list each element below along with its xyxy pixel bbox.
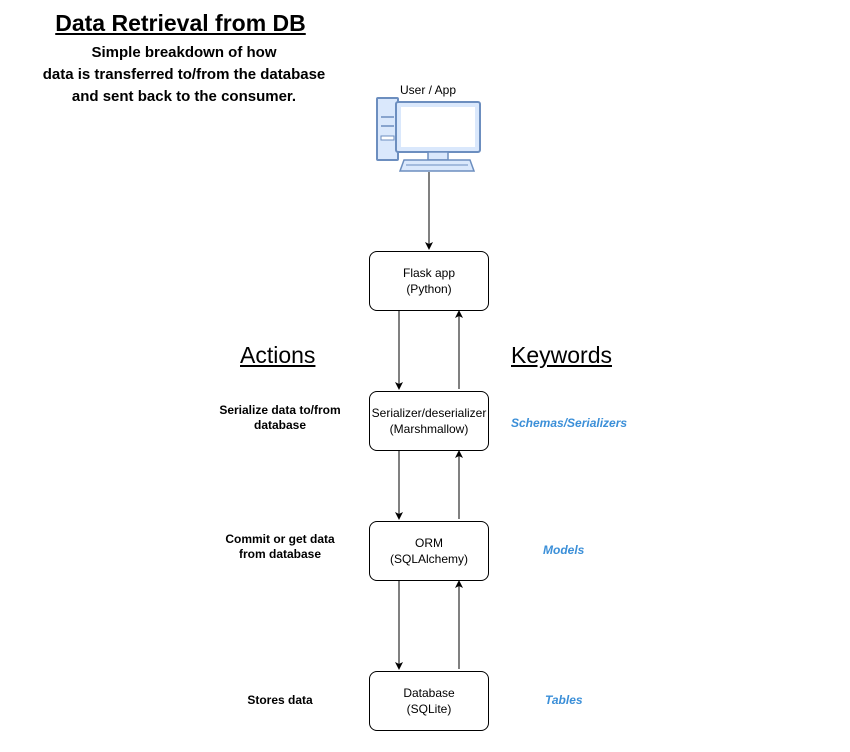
keywords-heading: Keywords [511, 342, 612, 368]
orm-label: ORM [415, 536, 443, 550]
serializer-node: Serializer/deserializer (Marshmallow) [369, 391, 489, 451]
action-serializer-line-1: Serialize data to/from [219, 403, 341, 417]
database-label: Database [403, 686, 455, 700]
flask-app-node: Flask app (Python) [369, 251, 489, 311]
action-serializer-line-2: database [253, 418, 307, 432]
keyword-serializer: Schemas/Serializers [511, 416, 628, 430]
database-sublabel: (SQLite) [406, 702, 452, 716]
actions-heading: Actions [240, 342, 316, 368]
user-app-label: User / App [399, 83, 457, 97]
subtitle-line-1: Simple breakdown of how [91, 44, 277, 61]
action-orm-line-1: Commit or get data [225, 532, 335, 546]
flask-app-label: Flask app [402, 266, 456, 280]
action-database: Stores data [210, 693, 350, 708]
keyword-database: Tables [545, 693, 583, 707]
action-serializer: Serialize data to/from database [210, 403, 350, 433]
action-orm-line-2: from database [238, 547, 322, 561]
subtitle-line-3: and sent back to the consumer. [71, 88, 297, 105]
serializer-label: Serializer/deserializer [371, 406, 487, 420]
orm-sublabel: (SQLAlchemy) [389, 552, 469, 566]
serializer-sublabel: (Marshmallow) [389, 422, 469, 436]
subtitle-line-2: data is transferred to/from the database [42, 66, 326, 83]
orm-node: ORM (SQLAlchemy) [369, 521, 489, 581]
action-orm: Commit or get data from database [210, 532, 350, 562]
database-node: Database (SQLite) [369, 671, 489, 731]
flask-app-sublabel: (Python) [406, 282, 452, 296]
keyword-orm: Models [543, 543, 585, 557]
diagram-subtitle: Simple breakdown of how data is transfer… [0, 42, 368, 108]
diagram-title: Data Retrieval from DB [55, 10, 306, 36]
desktop-computer-icon [376, 97, 481, 172]
action-database-line-1: Stores data [247, 693, 313, 707]
